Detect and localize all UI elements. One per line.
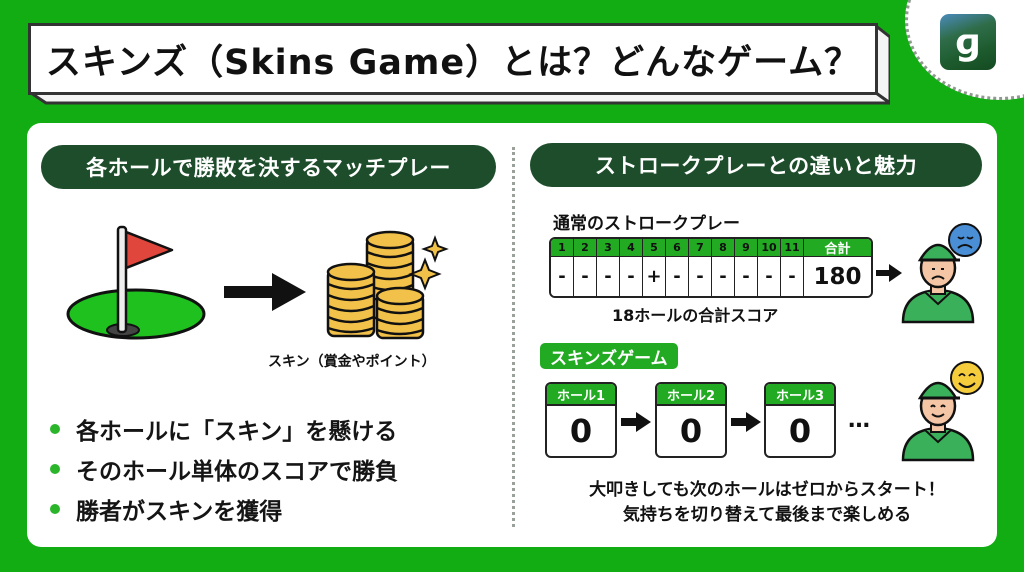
hole-number: 2	[574, 239, 597, 257]
arrow-right-icon	[876, 264, 902, 282]
arrow-right-icon	[621, 412, 651, 432]
list-item: 各ホールに「スキン」を懸ける	[50, 409, 398, 449]
site-logo-icon[interactable]: ɡ	[940, 14, 996, 70]
hole-number: 6	[666, 239, 689, 257]
hole-number: 1	[551, 239, 574, 257]
bullet-text: 各ホールに「スキン」を懸ける	[76, 419, 398, 445]
hole-number: 11	[781, 239, 804, 257]
sad-golfer-icon	[901, 223, 982, 324]
hole-score: -	[574, 257, 597, 296]
scorecard-header-row: 1 2 3 4 5 6 7 8 9 10 11 合計	[551, 239, 871, 257]
stroke-play-label: 通常のストロークプレー	[553, 214, 740, 234]
hole-score: -	[758, 257, 781, 296]
scorecard-value-row: - - - - + - - - - - - 180	[551, 257, 871, 296]
arrow-right-icon	[731, 412, 761, 432]
hole-score: -	[781, 257, 804, 296]
hole-value: 0	[569, 412, 593, 450]
hole-number: 3	[597, 239, 620, 257]
happy-golfer-icon	[901, 361, 984, 462]
hole-score: -	[712, 257, 735, 296]
page-title: スキンズ（Skins Game）とは？どんなゲーム？	[45, 42, 861, 83]
hole-number: 10	[758, 239, 781, 257]
logo-glyph: ɡ	[955, 21, 981, 63]
hole-number: 7	[689, 239, 712, 257]
summary-text: 大叩きしても次のホールはゼロからスタート！ 気持ちを切り替えて最後まで楽しめる	[532, 478, 1002, 528]
total-header: 合計	[804, 239, 871, 257]
right-heading: ストロークプレーとの違いと魅力	[530, 143, 982, 187]
hole-card: ホール1 0	[545, 382, 617, 458]
skins-game-label: スキンズゲーム	[540, 343, 678, 369]
hole-label: ホール2	[657, 384, 725, 406]
hole-score: -	[597, 257, 620, 296]
hole-score: -	[620, 257, 643, 296]
bullet-icon	[50, 464, 60, 474]
arrow-right-icon	[224, 273, 306, 311]
scorecard-table: 1 2 3 4 5 6 7 8 9 10 11 合計 - - - - + - -…	[549, 237, 873, 298]
title-bevel	[28, 23, 890, 105]
hole-value: 0	[679, 412, 703, 450]
title-banner: スキンズ（Skins Game）とは？どんなゲーム？	[28, 23, 890, 105]
hole-score: -	[689, 257, 712, 296]
hole-number: 9	[735, 239, 758, 257]
list-item: 勝者がスキンを獲得	[50, 489, 398, 529]
hole-card: ホール2 0	[655, 382, 727, 458]
skin-caption: スキン（賞金やポイント）	[268, 354, 436, 370]
rules-list: 各ホールに「スキン」を懸ける そのホール単体のスコアで勝負 勝者がスキンを獲得	[50, 409, 398, 529]
total-score: 180	[813, 263, 862, 290]
hole-number: 8	[712, 239, 735, 257]
hole-number: 5	[643, 239, 666, 257]
bullet-text: そのホール単体のスコアで勝負	[76, 459, 398, 485]
hole-number: 4	[620, 239, 643, 257]
bullet-text: 勝者がスキンを獲得	[76, 499, 283, 525]
hole-score: -	[735, 257, 758, 296]
sad-face-icon	[957, 236, 974, 240]
list-item: そのホール単体のスコアで勝負	[50, 449, 398, 489]
hole-card: ホール3 0	[764, 382, 836, 458]
happy-face-icon	[958, 373, 976, 377]
summary-line: 気持ちを切り替えて最後まで楽しめる	[622, 505, 912, 525]
left-heading: 各ホールで勝敗を決するマッチプレー	[41, 145, 496, 189]
hole-label: ホール3	[766, 384, 834, 406]
hole-score: -	[666, 257, 689, 296]
bullet-icon	[50, 424, 60, 434]
summary-line: 大叩きしても次のホールはゼロからスタート！	[589, 480, 945, 500]
bullet-icon	[50, 504, 60, 514]
hole-score: -	[551, 257, 574, 296]
ellipsis: …	[848, 408, 872, 433]
hole-value: 0	[788, 412, 812, 450]
stroke-caption: 18ホールの合計スコア	[612, 306, 779, 325]
column-divider	[512, 147, 515, 527]
golf-flag-icon	[66, 225, 206, 340]
hole-score: +	[643, 257, 666, 296]
hole-label: ホール1	[547, 384, 615, 406]
coin-stacks-icon	[326, 230, 449, 340]
